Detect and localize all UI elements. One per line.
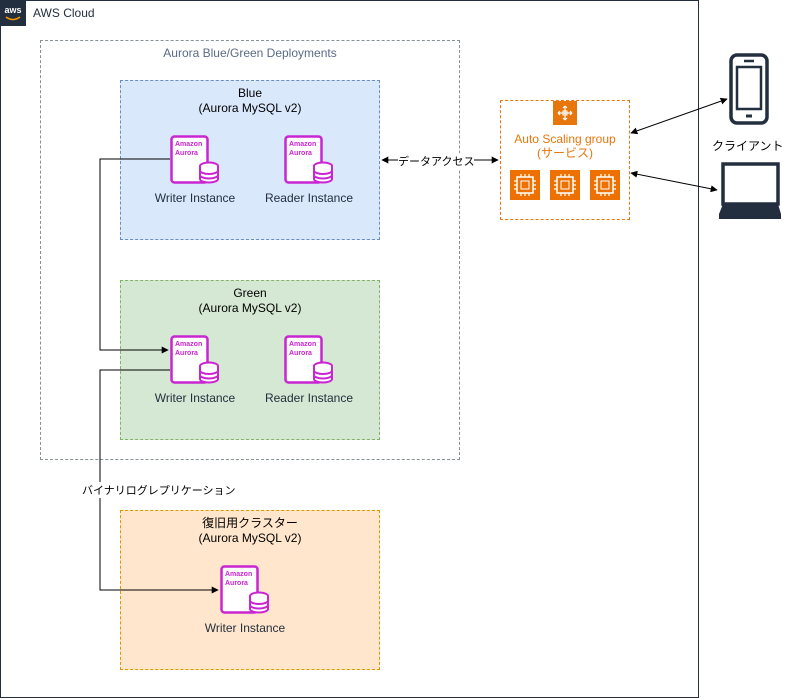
svg-text:Amazon: Amazon xyxy=(289,141,316,148)
deployments-title: Aurora Blue/Green Deployments xyxy=(163,46,337,60)
restore-cluster-name: 復旧用クラスター xyxy=(202,516,298,530)
data-access-label: データアクセス xyxy=(398,153,475,169)
ec2-instance-icon[interactable] xyxy=(590,170,620,200)
cloud-title: AWS Cloud xyxy=(33,6,95,20)
green-cluster-title: Green (Aurora MySQL v2) xyxy=(120,286,380,316)
restore-writer-aurora-icon[interactable]: Amazon Aurora xyxy=(220,565,270,615)
asg-subtitle: (サービス) xyxy=(537,146,593,160)
blue-reader-aurora-icon[interactable]: Amazon Aurora xyxy=(284,135,334,185)
client-label: クライアント xyxy=(712,139,784,153)
ec2-instance-icon[interactable] xyxy=(510,170,540,200)
restore-cluster-title: 復旧用クラスター (Aurora MySQL v2) xyxy=(120,516,380,546)
green-writer-aurora-icon[interactable]: Amazon Aurora xyxy=(170,335,220,385)
blue-cluster[interactable] xyxy=(120,80,380,240)
desktop-client-icon[interactable] xyxy=(718,162,782,222)
binlog-replication-arrow xyxy=(99,369,219,594)
blue-writer-label: Writer Instance xyxy=(154,191,236,205)
green-cluster-engine: (Aurora MySQL v2) xyxy=(198,301,302,315)
auto-scaling-icon xyxy=(553,101,577,125)
blue-reader-label: Reader Instance xyxy=(264,191,354,205)
green-reader-aurora-icon[interactable]: Amazon Aurora xyxy=(284,335,334,385)
blue-to-green-replication-arrow xyxy=(99,158,170,354)
svg-text:Amazon: Amazon xyxy=(175,141,202,148)
svg-text:Aurora: Aurora xyxy=(289,150,312,157)
asg-title: Auto Scaling group (サービス) xyxy=(500,132,630,160)
green-reader-label: Reader Instance xyxy=(264,391,354,405)
restore-writer-label: Writer Instance xyxy=(204,621,286,635)
svg-text:Amazon: Amazon xyxy=(175,341,202,348)
green-writer-label: Writer Instance xyxy=(154,391,236,405)
asg-title-line: Auto Scaling group xyxy=(514,132,616,146)
blue-cluster-engine: (Aurora MySQL v2) xyxy=(198,101,302,115)
ec2-instance-icon[interactable] xyxy=(550,170,580,200)
blue-writer-aurora-icon[interactable]: Amazon Aurora xyxy=(170,135,220,185)
green-cluster-name: Green xyxy=(233,286,267,300)
svg-text:Amazon: Amazon xyxy=(225,571,252,578)
svg-text:Amazon: Amazon xyxy=(289,341,316,348)
svg-text:Aurora: Aurora xyxy=(175,350,198,357)
restore-cluster-engine: (Aurora MySQL v2) xyxy=(198,531,302,545)
blue-green-deployments-group xyxy=(40,40,460,460)
aws-logo-icon: aws xyxy=(0,0,26,26)
mobile-client-arrow xyxy=(630,97,728,135)
blue-cluster-name: Blue xyxy=(237,86,263,100)
svg-text:Aurora: Aurora xyxy=(175,150,198,157)
green-cluster[interactable] xyxy=(120,280,380,440)
mobile-client-icon[interactable] xyxy=(728,52,770,126)
desktop-client-arrow xyxy=(630,170,718,193)
svg-text:Aurora: Aurora xyxy=(289,350,312,357)
aws-cloud-group xyxy=(0,0,699,698)
svg-text:Aurora: Aurora xyxy=(225,580,248,587)
blue-cluster-title: Blue (Aurora MySQL v2) xyxy=(120,86,380,116)
binlog-replication-label: バイナリログレプリケーション xyxy=(82,482,236,498)
